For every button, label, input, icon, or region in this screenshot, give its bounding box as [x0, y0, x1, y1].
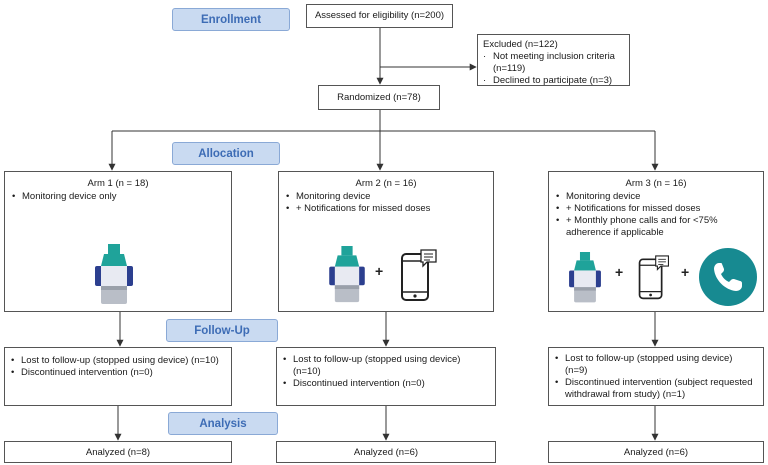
arm2-item: Monitoring device — [286, 191, 486, 203]
stage-allocation: Allocation — [172, 142, 280, 165]
arm1-followup-box: Lost to follow-up (stopped using device)… — [4, 347, 232, 406]
stage-follow-up: Follow-Up — [166, 319, 278, 342]
arm1-item: Monitoring device only — [12, 191, 224, 203]
excluded-title: Excluded (n=122) — [483, 39, 558, 50]
excluded-item: Not meeting inclusion criteria (n=119) — [483, 51, 624, 75]
arm3-items: Monitoring device + Notifications for mi… — [556, 191, 756, 239]
arm2-followup-list: Lost to follow-up (stopped using device)… — [283, 354, 489, 390]
plus-sign: + — [681, 264, 690, 280]
arm2-item: + Notifications for missed doses — [286, 203, 486, 215]
arm2-followup-item: Lost to follow-up (stopped using device)… — [283, 354, 489, 378]
randomized-box: Randomized (n=78) — [318, 85, 440, 110]
arm3-item: + Notifications for missed doses — [556, 203, 756, 215]
arm2-items: Monitoring device + Notifications for mi… — [286, 191, 486, 215]
plus-sign: + — [375, 263, 384, 279]
arm1-items: Monitoring device only — [12, 191, 224, 203]
excluded-list: Not meeting inclusion criteria (n=119) D… — [483, 51, 624, 87]
assessed-box: Assessed for eligibility (n=200) — [306, 4, 453, 28]
phone-call-icon — [699, 248, 757, 306]
arm1-followup-list: Lost to follow-up (stopped using device)… — [11, 355, 225, 379]
arm2-followup-item: Discontinued intervention (n=0) — [283, 378, 489, 390]
arm3-box: Arm 3 (n = 16) Monitoring device + Notif… — [548, 171, 764, 312]
arm2-followup-box: Lost to follow-up (stopped using device)… — [276, 347, 496, 406]
arm3-followup-item: Lost to follow-up (stopped using device)… — [555, 353, 757, 377]
arm3-title: Arm 3 (n = 16) — [625, 178, 687, 189]
pill-bottle-monitor-icon — [329, 246, 365, 303]
pill-bottle-monitor-icon — [569, 252, 601, 303]
smartphone-notification-icon — [401, 249, 437, 301]
arm3-item: + Monthly phone calls and for <75% adher… — [556, 215, 756, 239]
excluded-box: Excluded (n=122) Not meeting inclusion c… — [477, 34, 630, 87]
arm2-title: Arm 2 (n = 16) — [355, 178, 417, 189]
arm3-analyzed-box: Analyzed (n=6) — [548, 441, 764, 463]
smartphone-notification-icon — [638, 255, 670, 300]
arm3-followup-item: Discontinued intervention (subject reque… — [555, 377, 757, 401]
arm1-box: Arm 1 (n = 18) Monitoring device only — [4, 171, 232, 312]
arm3-item: Monitoring device — [556, 191, 756, 203]
arm2-analyzed-box: Analyzed (n=6) — [276, 441, 496, 463]
stage-enrollment: Enrollment — [172, 8, 290, 31]
arm3-followup-list: Lost to follow-up (stopped using device)… — [555, 353, 757, 401]
excluded-item: Declined to participate (n=3) — [483, 75, 624, 87]
arm1-analyzed-box: Analyzed (n=8) — [4, 441, 232, 463]
plus-sign: + — [615, 264, 624, 280]
arm1-followup-item: Discontinued intervention (n=0) — [11, 367, 225, 379]
stage-analysis: Analysis — [168, 412, 278, 435]
arm1-followup-item: Lost to follow-up (stopped using device)… — [11, 355, 225, 367]
arm3-followup-box: Lost to follow-up (stopped using device)… — [548, 347, 764, 406]
arm2-box: Arm 2 (n = 16) Monitoring device + Notif… — [278, 171, 494, 312]
arm1-title: Arm 1 (n = 18) — [87, 178, 149, 189]
pill-bottle-monitor-icon — [95, 244, 133, 304]
